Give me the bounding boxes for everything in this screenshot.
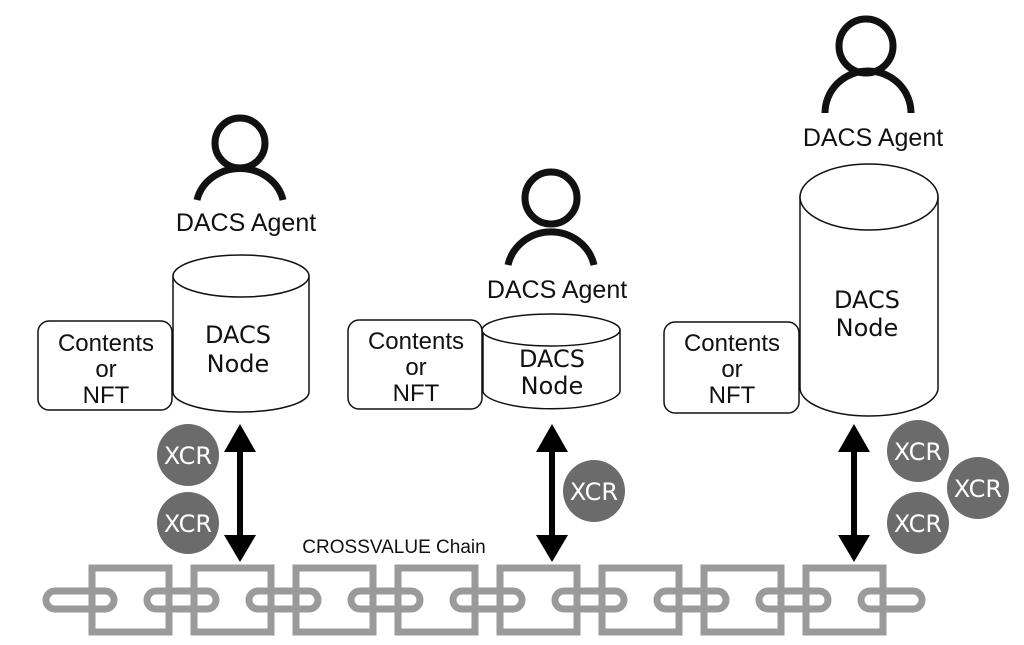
crossvalue-chain: [42, 564, 926, 636]
chain-pill-link: [143, 587, 220, 613]
xcr-token: XCR: [157, 424, 219, 486]
chain-square-link: [700, 564, 785, 636]
xcr-token: XCR: [887, 492, 949, 554]
svg-text:XCR: XCR: [894, 438, 942, 466]
group-2: DACS Agent Contents or NFT DACS Node XCR: [347, 168, 627, 562]
chain-pill-link: [245, 587, 322, 613]
svg-text:or: or: [721, 356, 742, 383]
svg-text:Contents: Contents: [368, 328, 464, 355]
agent-icon: [193, 114, 287, 201]
svg-text:XCR: XCR: [954, 475, 1002, 503]
chain-square-link: [394, 564, 479, 636]
svg-text:XCR: XCR: [164, 510, 212, 538]
svg-text:Contents: Contents: [684, 330, 780, 357]
svg-text:or: or: [405, 354, 426, 381]
chain-label: CROSSVALUE Chain: [302, 537, 485, 558]
bidirectional-arrow-icon: [224, 424, 256, 562]
svg-text:NFT: NFT: [393, 380, 440, 407]
agent-label: DACS Agent: [176, 209, 316, 237]
svg-text:XCR: XCR: [164, 442, 212, 470]
chain-square-link: [292, 564, 377, 636]
chain-pill-link: [755, 587, 832, 613]
chain-pill-link: [653, 587, 730, 613]
svg-text:XCR: XCR: [894, 510, 942, 538]
agent-icon: [821, 15, 915, 114]
svg-text:Node: Node: [207, 350, 270, 378]
chain-square-link: [88, 564, 173, 636]
svg-text:Node: Node: [521, 372, 584, 400]
chain-square-link: [190, 564, 275, 636]
contents-box: Contents or NFT: [663, 321, 800, 414]
svg-text:or: or: [95, 356, 116, 383]
group-3: DACS Agent Contents or NFT DACS Node XCR…: [663, 15, 1009, 562]
chain-pill-link: [857, 587, 926, 613]
chain-square-link: [802, 564, 887, 636]
dacs-node-cylinder: DACS Node: [799, 163, 939, 417]
chain-pill-link: [551, 587, 628, 613]
contents-box: Contents or NFT: [37, 320, 173, 411]
agent-label: DACS Agent: [803, 124, 943, 152]
agent-label: DACS Agent: [487, 276, 627, 304]
xcr-token: XCR: [157, 492, 219, 554]
svg-text:DACS: DACS: [205, 321, 271, 349]
xcr-token: XCR: [947, 457, 1009, 519]
agent-icon: [504, 168, 598, 266]
svg-text:NFT: NFT: [709, 382, 756, 409]
svg-text:DACS: DACS: [834, 286, 900, 314]
xcr-token: XCR: [887, 420, 949, 482]
chain-pill-link: [42, 587, 118, 613]
chain-square-link: [496, 564, 581, 636]
svg-text:Node: Node: [836, 314, 899, 342]
chain-pill-link: [347, 587, 424, 613]
group-1: DACS Agent Contents or NFT DACS Node XCR…: [37, 114, 316, 562]
svg-text:DACS: DACS: [519, 345, 585, 373]
contents-box: Contents or NFT: [347, 319, 483, 410]
chain-square-link: [598, 564, 683, 636]
svg-text:NFT: NFT: [83, 382, 130, 409]
xcr-token: XCR: [563, 460, 625, 522]
svg-text:XCR: XCR: [570, 478, 618, 506]
bidirectional-arrow-icon: [838, 424, 870, 562]
chain-pill-link: [449, 587, 526, 613]
dacs-node-cylinder: DACS Node: [481, 313, 621, 410]
dacs-node-cylinder: DACS Node: [172, 254, 310, 413]
bidirectional-arrow-icon: [536, 424, 568, 562]
svg-text:Contents: Contents: [58, 330, 154, 357]
